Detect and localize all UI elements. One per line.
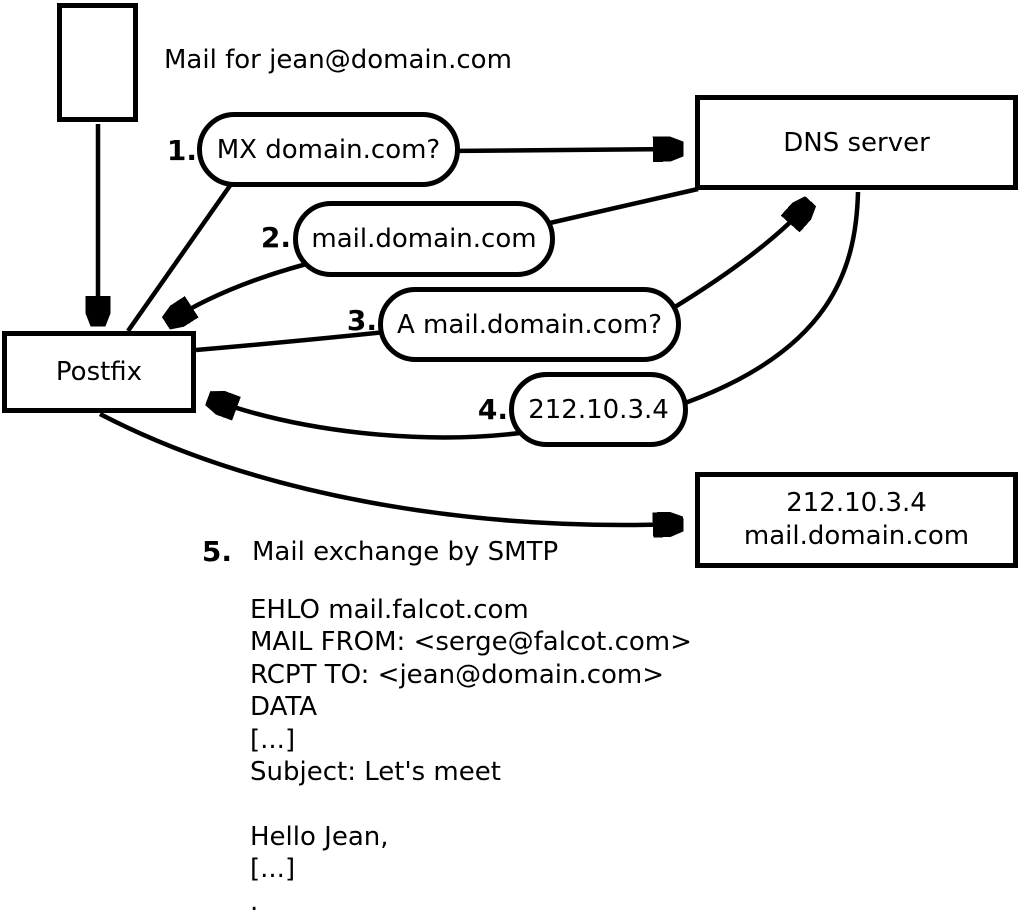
line-dns-to-answer4 xyxy=(684,191,861,406)
step-number-2: 2. xyxy=(260,221,291,254)
pill-a-query-label: A mail.domain.com? xyxy=(397,309,662,340)
smtp-line: [...] xyxy=(250,854,296,885)
postfix-label: Postfix xyxy=(55,357,143,387)
dns-server-node: DNS server xyxy=(695,95,1018,190)
smtp-line: Hello Jean, xyxy=(250,821,389,852)
mail-message-box xyxy=(57,3,138,122)
line-dns-to-answer2 xyxy=(527,186,699,231)
step-number-5: 5. xyxy=(201,535,232,568)
pill-a-answer-label: 212.10.3.4 xyxy=(528,394,669,425)
step-number-3: 3. xyxy=(346,304,377,337)
mail-server-node: 212.10.3.4 mail.domain.com xyxy=(695,472,1018,568)
smtp-line xyxy=(250,788,692,820)
arrow-query1-to-dns xyxy=(444,149,681,151)
mail-server-ip-label: 212.10.3.4 xyxy=(786,488,927,518)
pill-a-query: A mail.domain.com? xyxy=(378,287,681,362)
mail-server-host-label: mail.domain.com xyxy=(743,521,970,551)
smtp-line: [...] xyxy=(250,724,296,755)
pill-mx-query: MX domain.com? xyxy=(197,112,460,187)
smtp-session-transcript: EHLO mail.falcot.com MAIL FROM: <serge@f… xyxy=(250,594,692,918)
pill-mx-answer: mail.domain.com xyxy=(293,201,555,277)
smtp-line: . xyxy=(250,886,259,917)
arrow-query3-to-dns xyxy=(668,203,809,312)
mail-for-label: Mail for jean@domain.com xyxy=(164,45,512,75)
smtp-line: Subject: Let's meet xyxy=(250,756,501,787)
smtp-line: DATA xyxy=(250,692,317,723)
line-postfix-to-query3 xyxy=(195,328,396,353)
smtp-line: EHLO mail.falcot.com xyxy=(250,595,529,625)
arrow-postfix-to-mailserver xyxy=(98,412,681,525)
pill-mx-query-label: MX domain.com? xyxy=(216,134,441,165)
step-number-1: 1. xyxy=(166,134,197,167)
dns-server-label: DNS server xyxy=(783,127,930,158)
postfix-node: Postfix xyxy=(2,331,196,413)
smtp-line: RCPT TO: <jean@domain.com> xyxy=(250,659,665,690)
smtp-exchange-label: Mail exchange by SMTP xyxy=(252,537,559,567)
step-number-4: 4. xyxy=(477,393,508,426)
pill-a-answer: 212.10.3.4 xyxy=(509,372,688,447)
pill-mx-answer-label: mail.domain.com xyxy=(311,224,537,254)
smtp-line: MAIL FROM: <serge@falcot.com> xyxy=(250,627,692,658)
arrow-answer4-to-postfix xyxy=(210,399,521,440)
